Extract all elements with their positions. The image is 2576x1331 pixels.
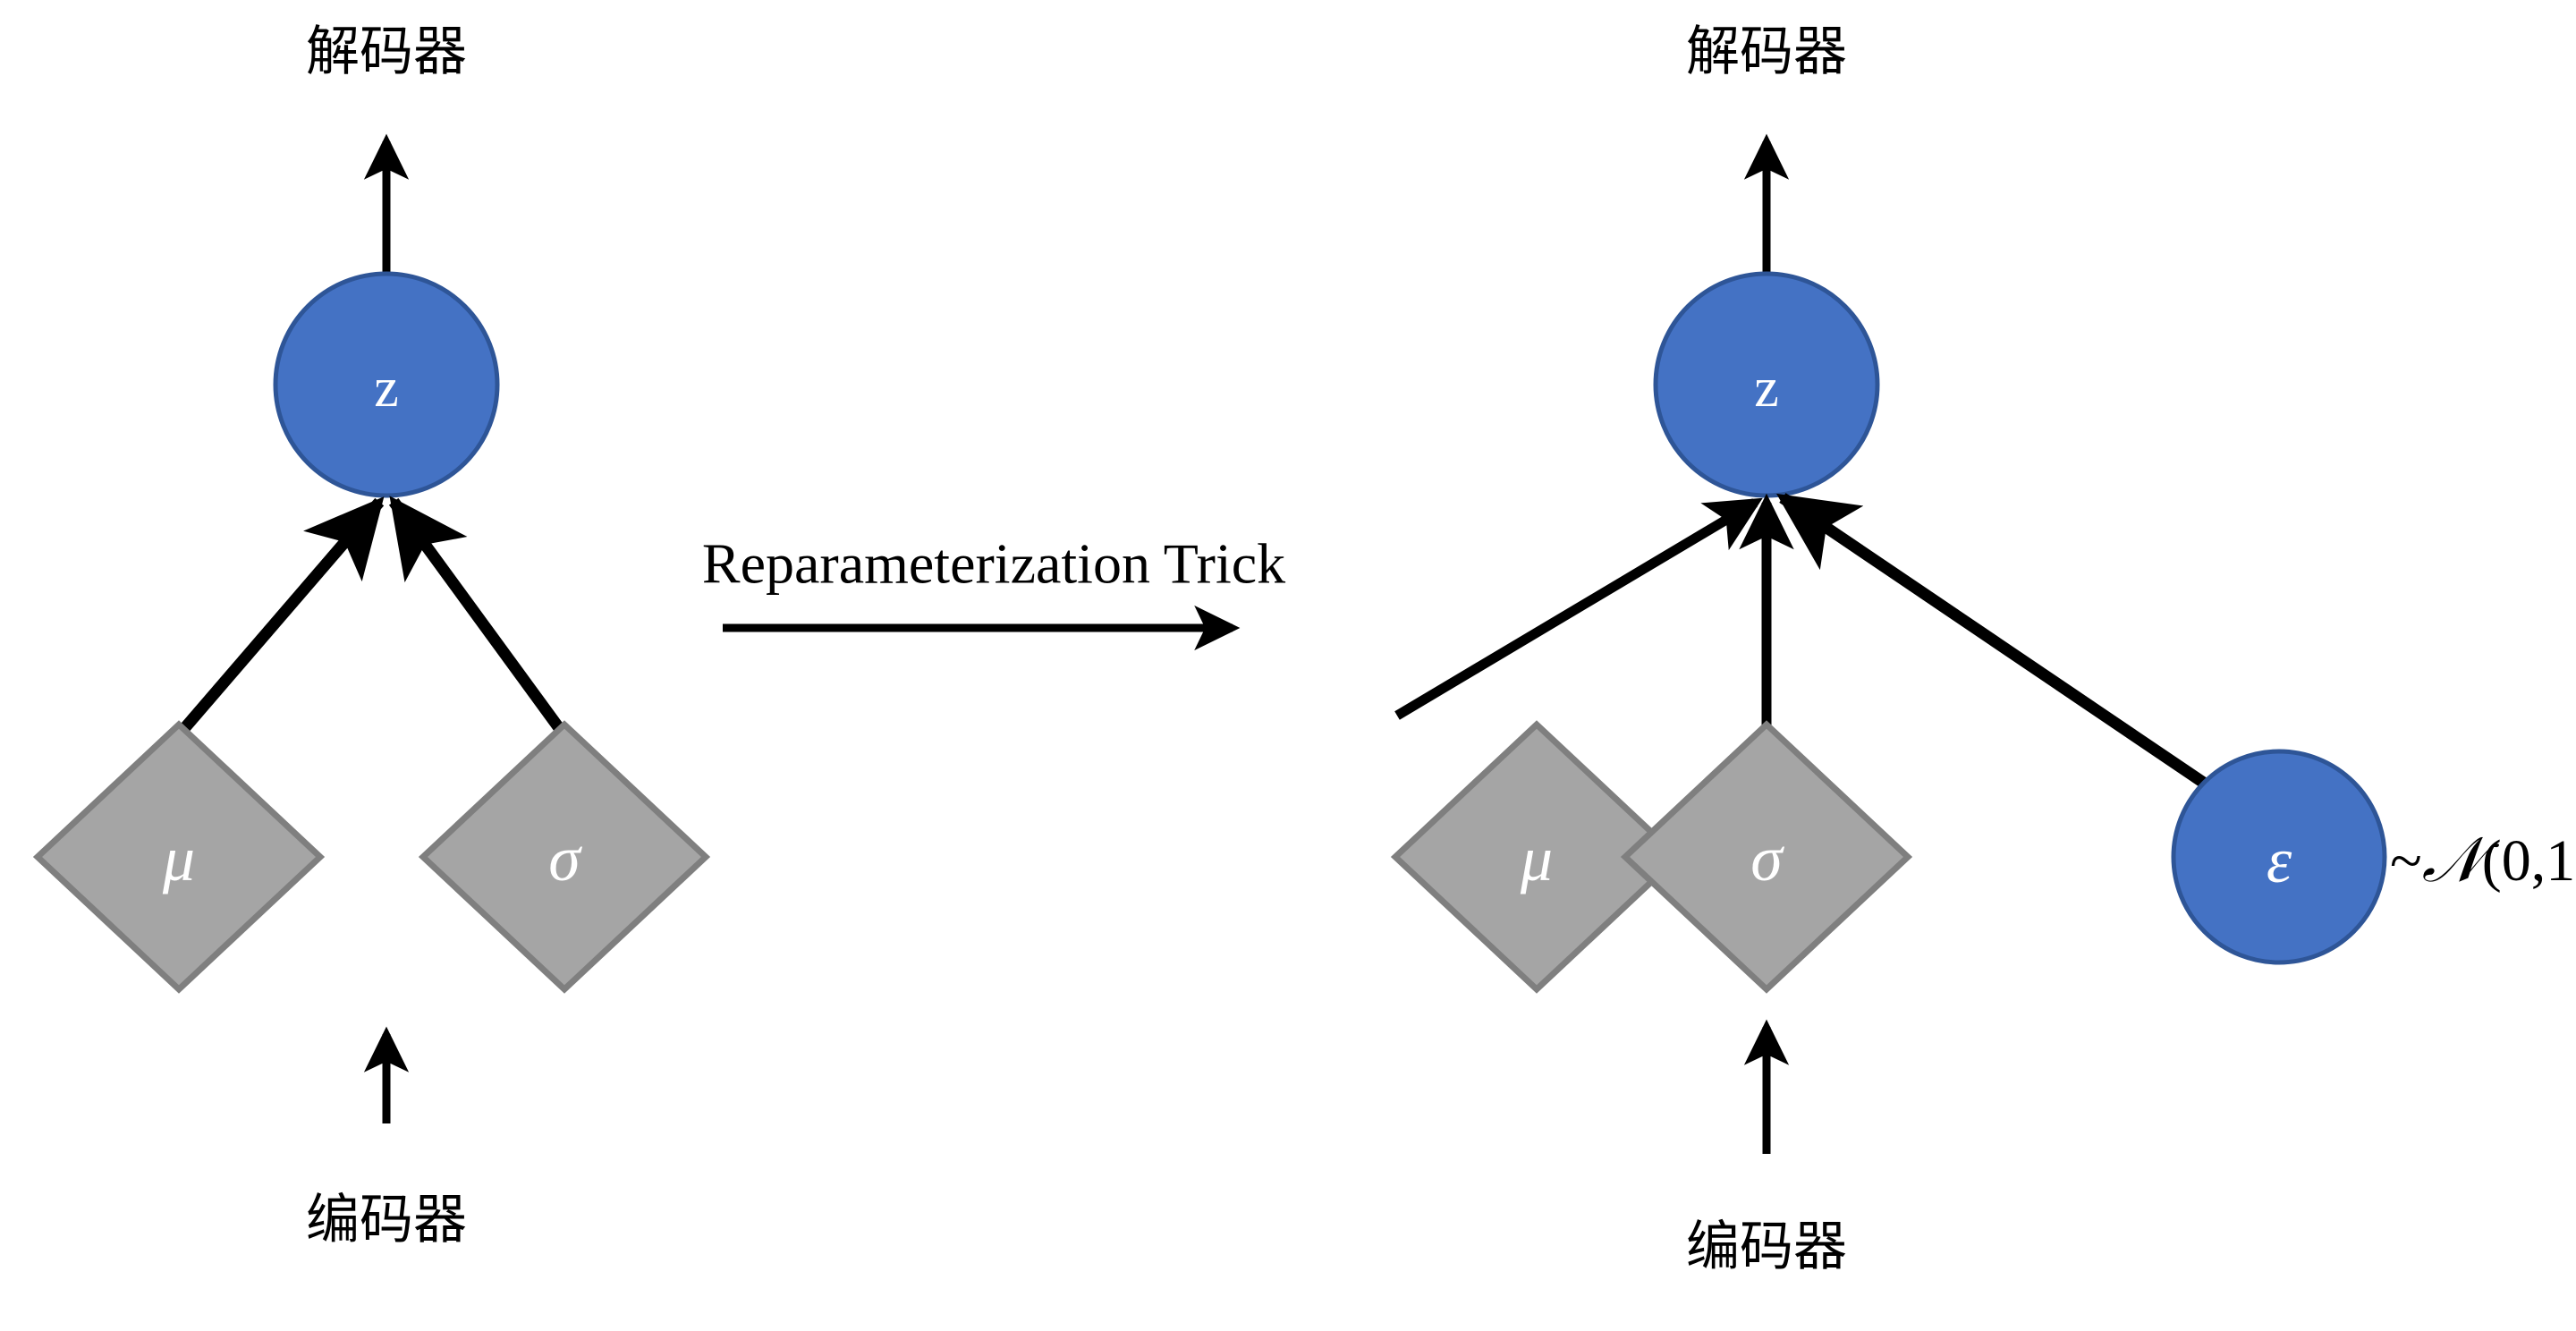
left-sigma-node[interactable]	[418, 720, 711, 994]
left-panel-group: 解码器 z μ σ 编码器	[32, 21, 711, 1251]
right-epsilon-node-label: ε	[2267, 825, 2292, 896]
left-z-node[interactable]	[273, 271, 500, 498]
right-sigma-node-label: σ	[1750, 823, 1784, 894]
left-z-node-label: z	[374, 358, 399, 419]
right-encoder-label: 编码器	[1686, 1216, 1847, 1278]
right-mu-node[interactable]	[1390, 720, 1683, 994]
left-sigma-to-z-edge	[388, 496, 571, 741]
right-mu-node-label: μ	[1520, 823, 1553, 894]
left-decoder-label: 解码器	[306, 21, 467, 83]
right-epsilon-to-z-edge	[1776, 492, 2216, 794]
normal-params: (0,1)	[2482, 828, 2576, 894]
right-sigma-node[interactable]	[1620, 720, 1913, 994]
right-panel-group: 解码器 z μ σ ε ~𝒩(0,1)	[1390, 21, 2576, 1278]
left-mu-node[interactable]	[32, 720, 326, 994]
tilde-glyph: ~	[2390, 828, 2422, 894]
left-mu-to-z-edge	[173, 496, 385, 741]
transform-group: Reparameterization Trick	[702, 532, 1285, 651]
right-epsilon-node[interactable]	[2171, 749, 2387, 965]
right-mu-to-z-edge	[1394, 497, 1763, 720]
right-decoder-label: 解码器	[1686, 21, 1847, 83]
reparameterization-trick-label: Reparameterization Trick	[702, 532, 1285, 596]
left-encoder-label: 编码器	[306, 1189, 467, 1251]
epsilon-distribution-label: ~𝒩(0,1)	[2390, 827, 2576, 895]
left-mu-node-label: μ	[162, 823, 195, 894]
left-sigma-node-label: σ	[548, 823, 582, 894]
right-z-node-label: z	[1754, 358, 1779, 419]
